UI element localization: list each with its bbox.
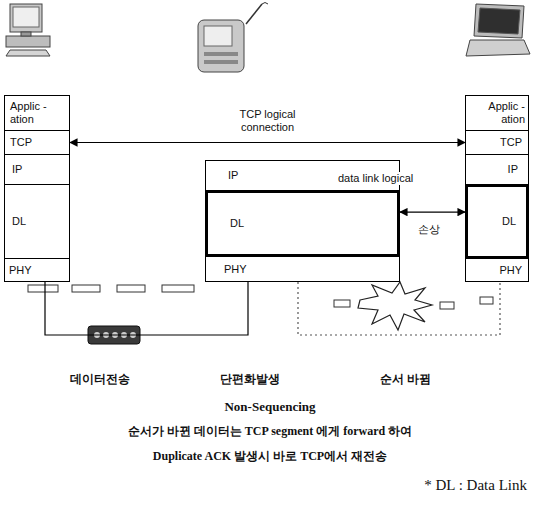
explanation-note: 순서가 바뀐 데이터는 TCP segment 에게 forward 하여 bbox=[20, 424, 520, 438]
laptop-icon bbox=[466, 4, 530, 56]
stage-label: 데이터전송 bbox=[55, 372, 145, 386]
layer-box: Applic -ation bbox=[465, 95, 529, 131]
packet bbox=[72, 285, 100, 292]
layer-box: Applic -ation bbox=[4, 95, 70, 131]
server-slot bbox=[204, 60, 238, 64]
layer-box: PHY bbox=[4, 258, 70, 282]
laptop-base bbox=[466, 40, 530, 56]
layer-box: TCP bbox=[4, 130, 70, 155]
layer-box: TCP bbox=[465, 130, 529, 155]
damage-note: 손상 bbox=[418, 223, 454, 236]
stage-label: 순서 바뀜 bbox=[360, 372, 450, 386]
layer-name: TCP bbox=[10, 136, 32, 149]
server-icon bbox=[198, 3, 268, 73]
stand bbox=[21, 32, 31, 36]
stage-label: 단편화발생 bbox=[205, 372, 295, 386]
layer-name: IP bbox=[12, 163, 22, 176]
layer-name: TCP bbox=[500, 136, 522, 149]
layer-name: PHY bbox=[9, 264, 32, 277]
packet bbox=[440, 302, 454, 309]
server-slot bbox=[204, 52, 238, 56]
layer-name: DL bbox=[502, 215, 516, 228]
layer-name: IP bbox=[228, 169, 238, 182]
layer-box: PHY bbox=[205, 256, 400, 282]
laptop-screen bbox=[478, 8, 520, 34]
layer-name: IP bbox=[508, 163, 518, 176]
connection-label: data link logical bbox=[336, 172, 415, 185]
physical-wire bbox=[45, 282, 248, 335]
packet bbox=[117, 285, 145, 292]
datalink-box: DL bbox=[205, 190, 400, 257]
layer-box: IP bbox=[4, 154, 70, 185]
packet bbox=[480, 297, 493, 304]
explanation-note: Duplicate ACK 발생시 바로 TCP에서 재전송 bbox=[20, 449, 520, 463]
antenna-tip bbox=[262, 3, 268, 5]
layer-name: PHY bbox=[499, 264, 522, 277]
connection-label: TCP logical connection bbox=[221, 108, 315, 134]
desktop-case bbox=[6, 36, 50, 47]
keyboard bbox=[6, 50, 50, 56]
heading-note: Non-Sequencing bbox=[150, 399, 390, 415]
desktop-icon bbox=[6, 4, 50, 56]
logical-link-arrow bbox=[400, 212, 465, 213]
screen bbox=[13, 7, 39, 27]
server-body bbox=[198, 20, 244, 72]
layer-box: PHY bbox=[465, 258, 529, 282]
antenna bbox=[246, 4, 262, 24]
layer-name: PHY bbox=[224, 263, 247, 276]
packet bbox=[334, 300, 350, 307]
layer-name: DL bbox=[12, 215, 26, 228]
layer-box: IP bbox=[465, 154, 529, 185]
layer-name: Applic -ation bbox=[10, 100, 48, 125]
server-panel bbox=[204, 26, 232, 46]
logical-link-arrow bbox=[70, 142, 465, 143]
physical-wire bbox=[298, 282, 500, 335]
damage-burst bbox=[358, 282, 432, 330]
laptop-lid bbox=[474, 4, 524, 38]
layer-name: Applic -ation bbox=[487, 100, 525, 125]
datalink-box: DL bbox=[465, 184, 529, 259]
monitor bbox=[10, 4, 42, 32]
footnote: * DL : Data Link bbox=[340, 476, 527, 494]
packet bbox=[162, 285, 194, 292]
packet bbox=[28, 285, 58, 292]
layer-box: DL bbox=[4, 184, 70, 259]
layer-name: DL bbox=[230, 217, 244, 230]
